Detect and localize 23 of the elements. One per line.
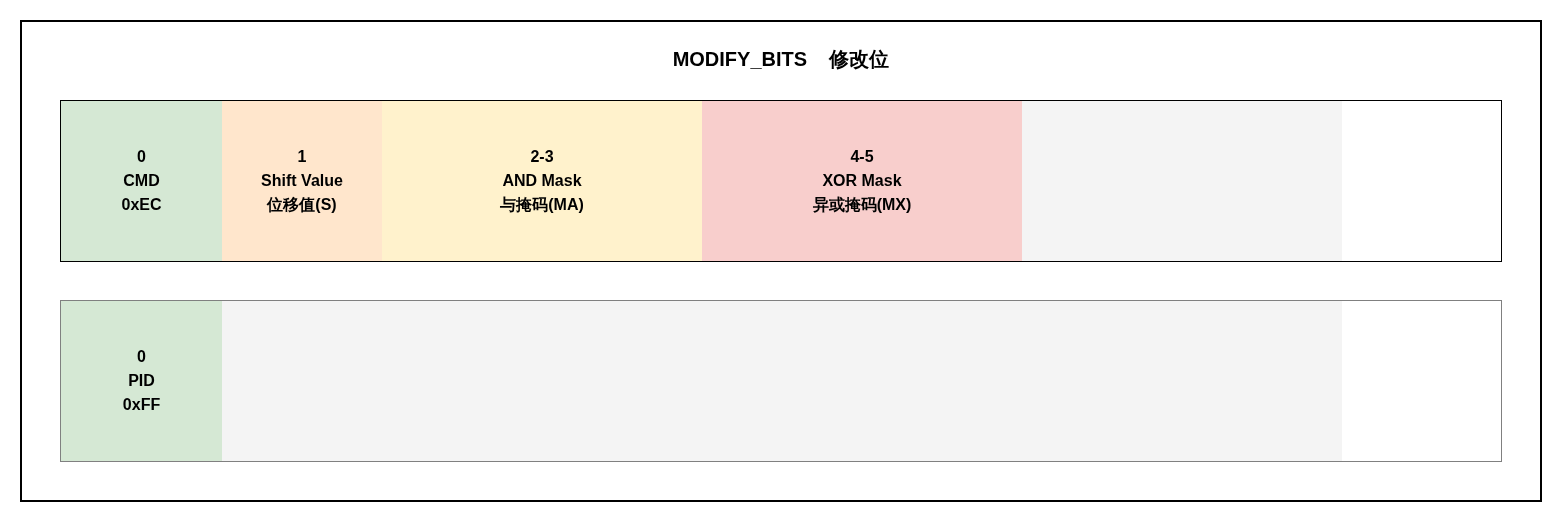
field-cell <box>702 101 1022 261</box>
field-label: 0 <box>137 347 146 367</box>
field-label: 0xFF <box>122 395 161 415</box>
field-label: 2-3 <box>530 147 554 167</box>
packet-row <box>60 300 1502 462</box>
field-label: Shift Value <box>261 171 343 191</box>
field-label: 位移值(S) <box>267 195 337 215</box>
field-label: AND Mask <box>502 171 582 191</box>
field-label: CMD <box>123 171 160 191</box>
field-cell <box>61 301 222 461</box>
field-label: 1 <box>297 147 307 167</box>
field-cell <box>382 101 702 261</box>
field-label: 0xEC <box>121 195 162 215</box>
field-label: 4-5 <box>850 147 874 167</box>
field-label: 0 <box>137 147 146 167</box>
packet-row <box>60 100 1502 262</box>
field-label: XOR Mask <box>822 171 902 191</box>
diagram-title: MODIFY_BITS 修改位 <box>672 47 890 72</box>
field-cell <box>222 101 382 261</box>
field-label: 与掩码(MA) <box>500 195 584 215</box>
field-label: PID <box>128 371 155 391</box>
field-cell <box>61 101 222 261</box>
field-label: 异或掩码(MX) <box>812 195 912 215</box>
